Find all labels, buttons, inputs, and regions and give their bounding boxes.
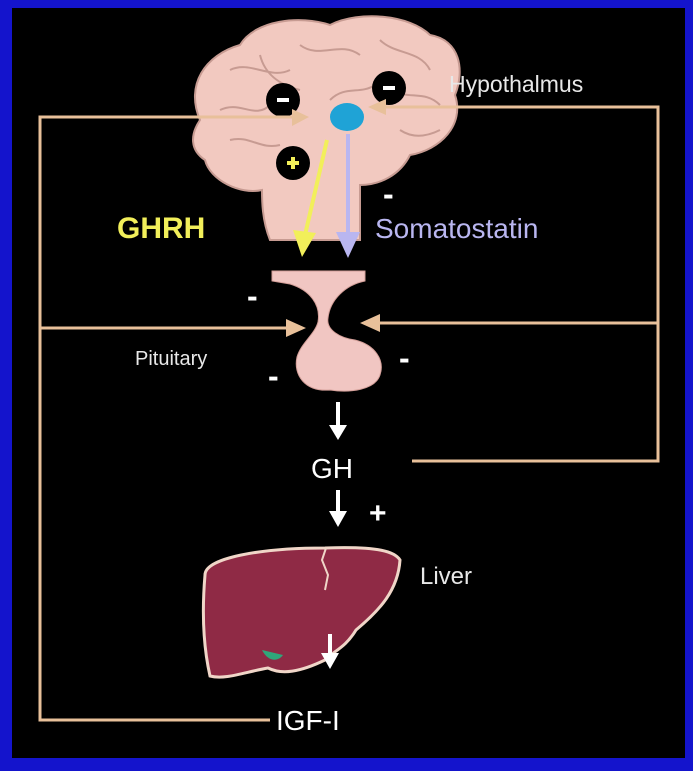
flow-arrow-pituitary-to-gh xyxy=(329,402,347,440)
igf-label: IGF-I xyxy=(276,705,340,737)
pituitary-label: Pituitary xyxy=(135,348,207,371)
hypothalamus-nucleus xyxy=(330,103,364,131)
feedback-arrowhead-pituitary-right xyxy=(360,314,380,332)
pituitary-minus-top-sign: - xyxy=(247,278,258,315)
flow-arrow-gh-to-liver xyxy=(329,490,347,527)
liver xyxy=(203,548,400,677)
somatostatin-label: Somatostatin xyxy=(375,213,538,245)
pituitary-minus-right-sign: - xyxy=(399,340,410,377)
gh-label: GH xyxy=(311,453,353,485)
gh-to-liver-plus-sign: + xyxy=(369,497,387,531)
liver-label: Liver xyxy=(420,563,472,591)
pituitary-minus-left-sign: - xyxy=(268,358,279,395)
hypothalamus-label: Hypothalmus xyxy=(449,71,583,98)
feedback-arrowhead-pituitary-left xyxy=(286,319,306,337)
brain xyxy=(193,16,460,240)
ghrh-label: GHRH xyxy=(117,212,205,246)
somatostatin-minus-sign: - xyxy=(383,176,394,213)
